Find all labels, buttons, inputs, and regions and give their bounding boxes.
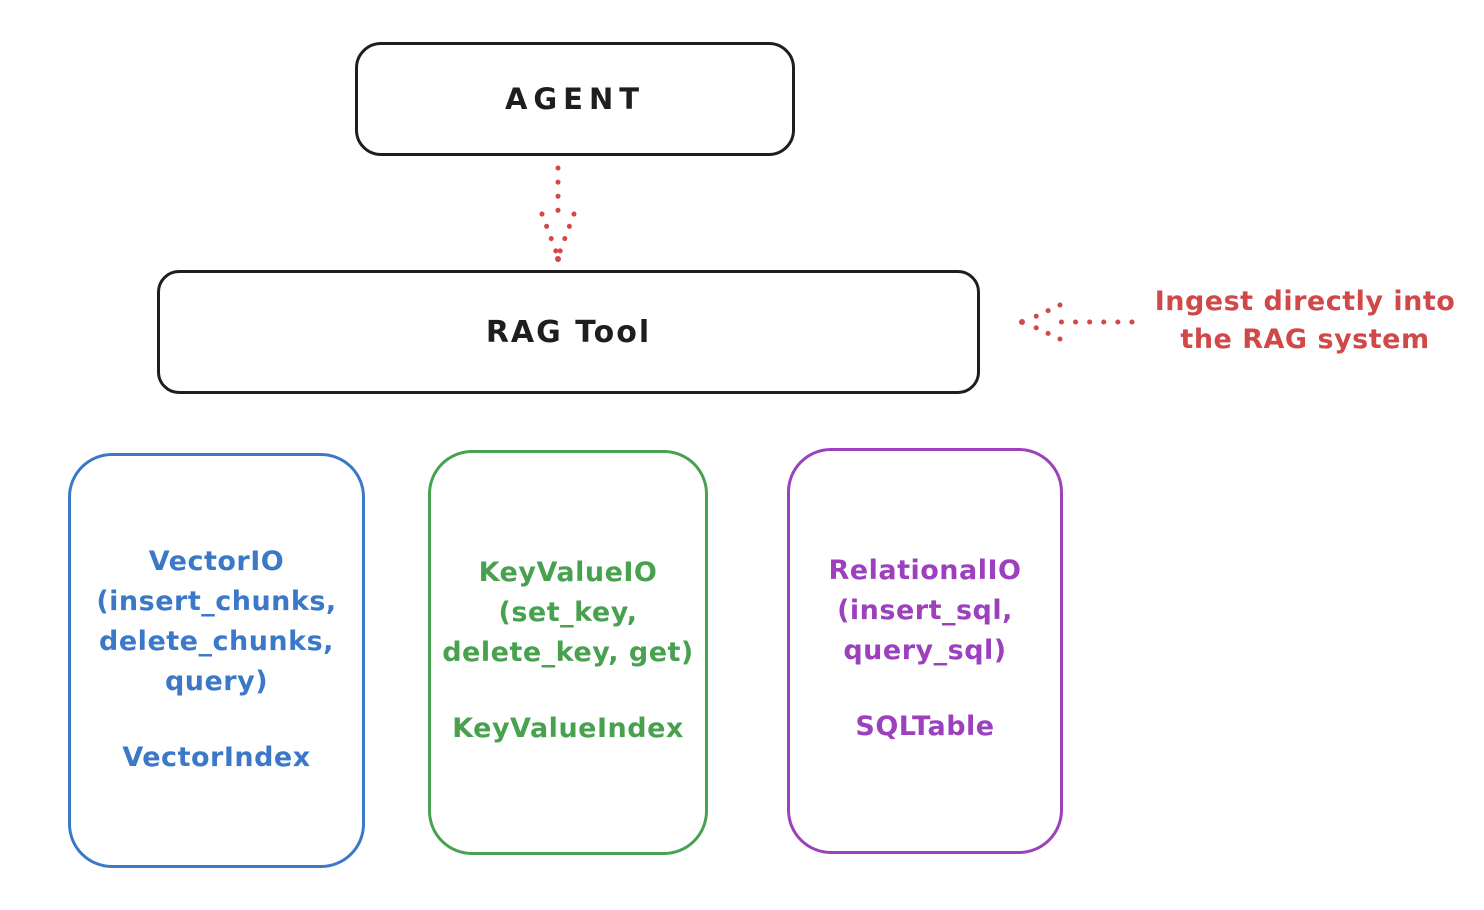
relational-io-box: RelationalIO (insert_sql, query_sql) SQL…	[787, 448, 1063, 854]
keyvalue-io-line: (set_key,	[498, 597, 638, 628]
vector-io-box: VectorIO (insert_chunks, delete_chunks, …	[68, 453, 365, 868]
relational-io-line: RelationalIO	[828, 555, 1022, 586]
vector-index-label: VectorIndex	[122, 742, 311, 773]
agent-label: AGENT	[504, 82, 646, 116]
keyvalue-index-label: KeyValueIndex	[452, 713, 684, 744]
ingest-annotation-line2: the RAG system	[1180, 324, 1430, 355]
ingest-annotation-line1: Ingest directly into	[1154, 286, 1456, 317]
vector-io-line: query)	[164, 666, 269, 697]
vector-io-line: VectorIO	[148, 546, 285, 577]
rag-tool-label: RAG Tool	[485, 314, 652, 350]
vector-io-line: (insert_chunks,	[96, 586, 337, 617]
keyvalue-io-line: KeyValueIO	[478, 557, 658, 588]
relational-io-line: (insert_sql,	[837, 595, 1013, 626]
sql-table-label: SQLTable	[855, 711, 995, 742]
relational-io-title: RelationalIO (insert_sql, query_sql)	[829, 551, 1022, 671]
dotted-arrow-left-icon	[1019, 302, 1135, 342]
vector-io-title: VectorIO (insert_chunks, delete_chunks, …	[96, 542, 336, 702]
dotted-arrow-down-icon	[539, 165, 577, 262]
keyvalue-io-title: KeyValueIO (set_key, delete_key, get)	[442, 553, 694, 673]
vector-io-line: delete_chunks,	[99, 626, 334, 657]
rag-tool-box: RAG Tool	[157, 270, 980, 394]
keyvalue-io-line: delete_key, get)	[442, 637, 694, 668]
agent-box: AGENT	[355, 42, 795, 156]
keyvalue-io-box: KeyValueIO (set_key, delete_key, get) Ke…	[428, 450, 708, 855]
relational-io-line: query_sql)	[843, 635, 1007, 666]
ingest-annotation: Ingest directly into the RAG system	[1138, 283, 1472, 359]
